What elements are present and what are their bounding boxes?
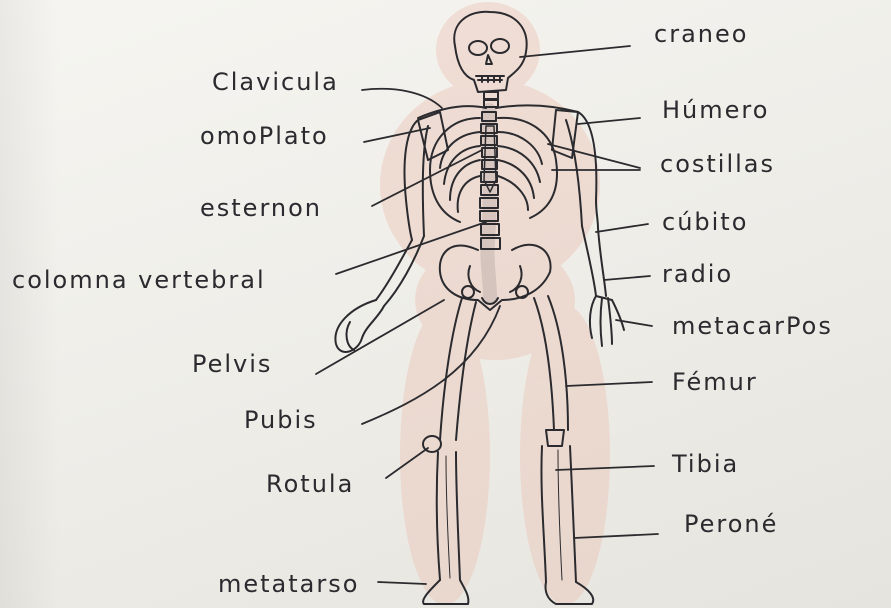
label-metacarpos: metacarPos [672,314,833,338]
label-craneo: craneo [654,22,748,46]
label-rotula: Rotula [266,472,354,496]
label-cubito: cúbito [662,210,748,234]
label-perone: Peroné [684,512,778,536]
leader-radio [604,276,650,280]
label-radio: radio [662,262,733,286]
label-femur: Fémur [672,370,758,394]
leader-metatarso [378,582,426,584]
label-humero: Húmero [662,98,769,122]
label-costillas: costillas [660,152,775,176]
label-clavicula: Clavicula [212,70,339,94]
label-metatarso: metatarso [218,572,359,596]
spine [487,110,490,296]
label-esternon: esternon [200,196,322,220]
leader-cubito [596,224,648,232]
label-pubis: Pubis [244,408,318,432]
label-pelvis: Pelvis [192,352,272,376]
label-omoplato: omoPlato [200,124,329,148]
label-tibia: Tibia [672,452,739,476]
label-columna: colomna vertebral [12,268,266,292]
